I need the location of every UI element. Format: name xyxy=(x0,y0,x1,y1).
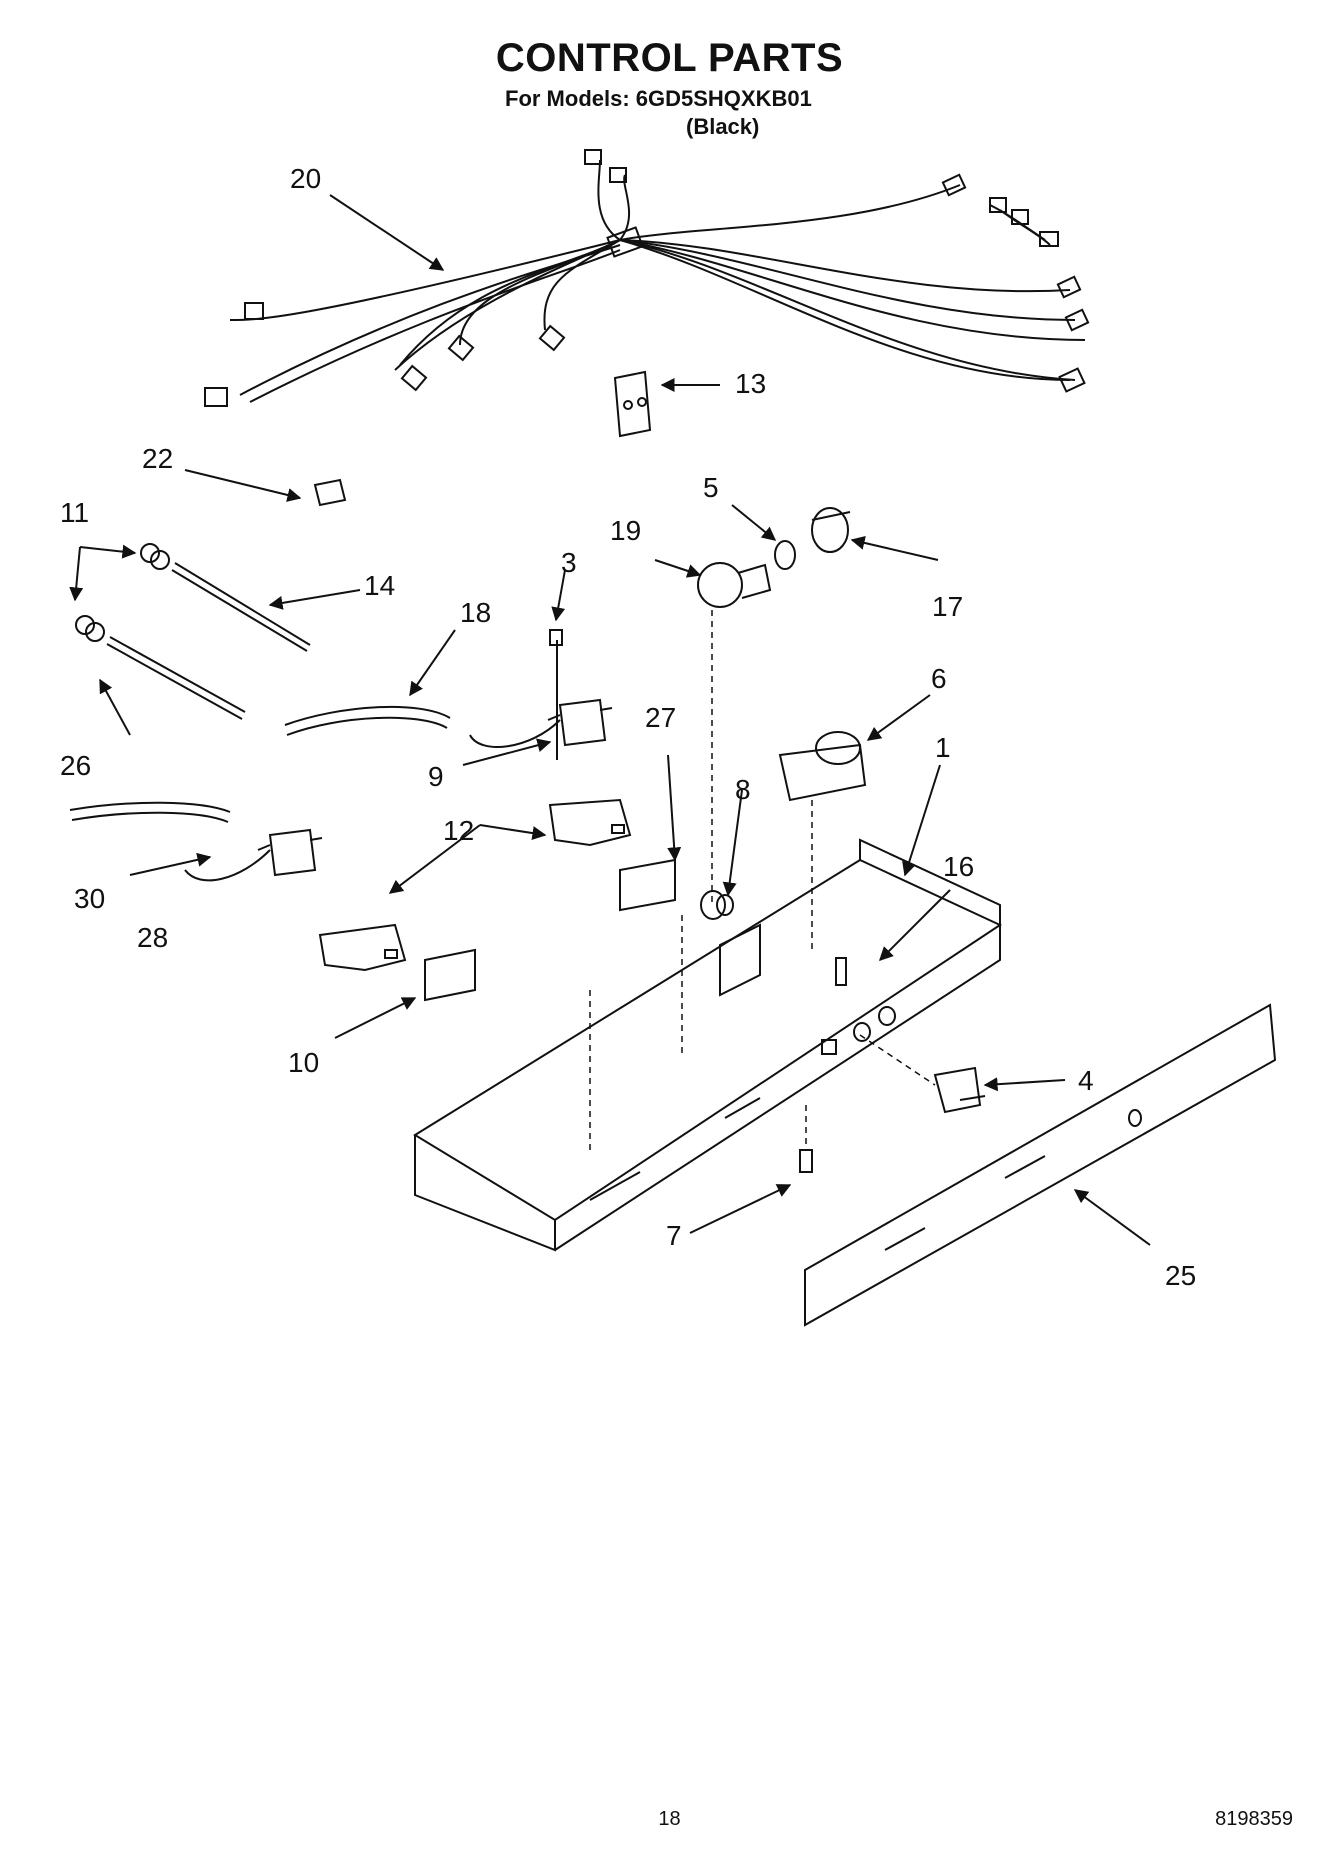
callout-6: 6 xyxy=(931,663,947,694)
assembly-lines xyxy=(589,610,936,1150)
callout-20: 20 xyxy=(290,163,321,194)
document-number: 8198359 xyxy=(1215,1808,1293,1830)
callout-12: 12 xyxy=(443,815,474,846)
callout-10: 10 xyxy=(288,1047,319,1078)
callout-17: 17 xyxy=(932,591,963,622)
part-27-label xyxy=(619,858,676,912)
part-14-rod xyxy=(171,562,311,652)
leader-arrows xyxy=(69,194,1151,1246)
part-22-clip xyxy=(313,478,347,507)
part-19-bulb xyxy=(697,562,772,608)
callout-19: 19 xyxy=(610,515,641,546)
wiring-harness xyxy=(204,149,1090,407)
part-6-defrost-timer xyxy=(778,731,867,802)
callout-11: 11 xyxy=(60,497,89,528)
part-25-trim-strip xyxy=(804,1003,1277,1327)
part-5-ring xyxy=(774,540,796,570)
callout-7: 7 xyxy=(666,1220,682,1251)
part-8-grommet xyxy=(700,890,734,920)
part-26-rod xyxy=(106,636,246,720)
callout-26: 26 xyxy=(60,750,91,781)
callout-1: 1 xyxy=(935,732,951,763)
part-10-label xyxy=(424,948,476,1002)
callout-4: 4 xyxy=(1078,1065,1094,1096)
callout-8: 8 xyxy=(735,774,751,805)
callout-28: 28 xyxy=(137,922,168,953)
part-28-switch xyxy=(184,828,323,882)
callout-30: 30 xyxy=(74,883,105,914)
part-18-tube xyxy=(284,705,451,736)
part-13-cover-plate xyxy=(613,370,652,438)
callout-9: 9 xyxy=(428,761,444,792)
callout-27: 27 xyxy=(645,702,676,733)
callout-16: 16 xyxy=(943,851,974,882)
callout-3: 3 xyxy=(561,547,577,578)
page-number: 18 xyxy=(658,1808,681,1830)
callout-14: 14 xyxy=(364,570,395,601)
callout-numbers: 20 13 22 11 14 18 26 3 5 19 17 6 9 27 1 … xyxy=(60,163,1196,1291)
part-1-control-housing xyxy=(413,838,1003,1252)
part-9-switch xyxy=(469,640,613,760)
page-title: CONTROL PARTS xyxy=(495,36,844,80)
part-7-screw xyxy=(799,1149,813,1173)
part-3-screw xyxy=(549,629,563,646)
callout-25: 25 xyxy=(1165,1260,1196,1291)
color-variant: (Black) xyxy=(686,114,760,139)
part-11-grommets xyxy=(75,543,170,642)
models-line: For Models: 6GD5SHQXKB01 xyxy=(505,86,812,111)
part-30-tube xyxy=(69,801,231,823)
callout-18: 18 xyxy=(460,597,491,628)
part-4-thermostat xyxy=(933,1066,986,1114)
callout-22: 22 xyxy=(142,443,173,474)
part-16-screw xyxy=(835,957,847,986)
part-12-switch-lower xyxy=(318,923,407,972)
part-12-switch-upper xyxy=(548,798,632,847)
callout-5: 5 xyxy=(703,472,719,503)
part-17-socket xyxy=(811,507,851,553)
callout-13: 13 xyxy=(735,368,766,399)
